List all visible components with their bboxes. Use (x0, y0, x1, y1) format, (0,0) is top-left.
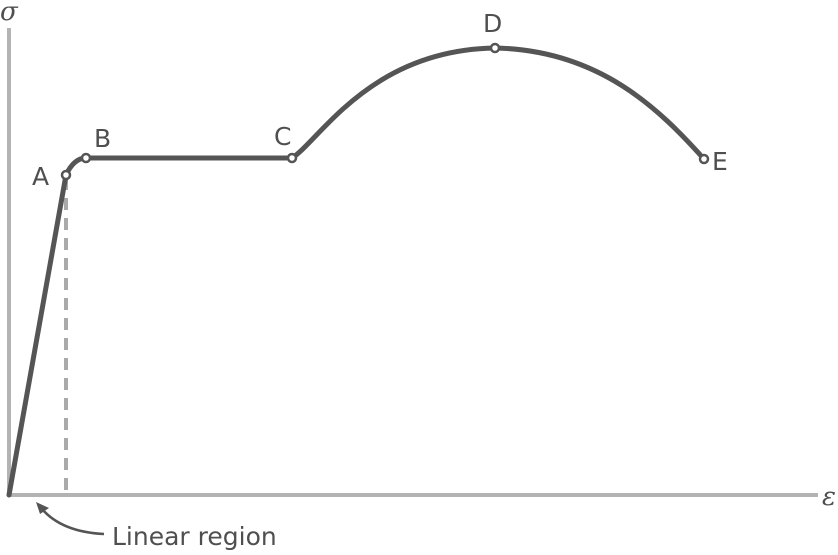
point-a-marker (60, 169, 72, 181)
point-a-label: A (32, 162, 49, 191)
point-c-marker (286, 152, 298, 164)
point-e-label: E (712, 147, 728, 176)
annotation-arrowhead (36, 502, 49, 514)
point-d-label: D (483, 9, 502, 38)
x-axis-label: ε (822, 482, 836, 512)
point-b-label: B (94, 124, 111, 153)
point-c-label: C (274, 122, 291, 151)
annotation-arrow (41, 508, 105, 536)
point-d-marker (489, 42, 501, 54)
stress-strain-curve (6, 45, 707, 498)
linear-region-label: Linear region (112, 522, 277, 551)
point-e-marker (698, 153, 710, 165)
y-axis-label: σ (0, 0, 19, 27)
point-b-marker (80, 152, 92, 164)
